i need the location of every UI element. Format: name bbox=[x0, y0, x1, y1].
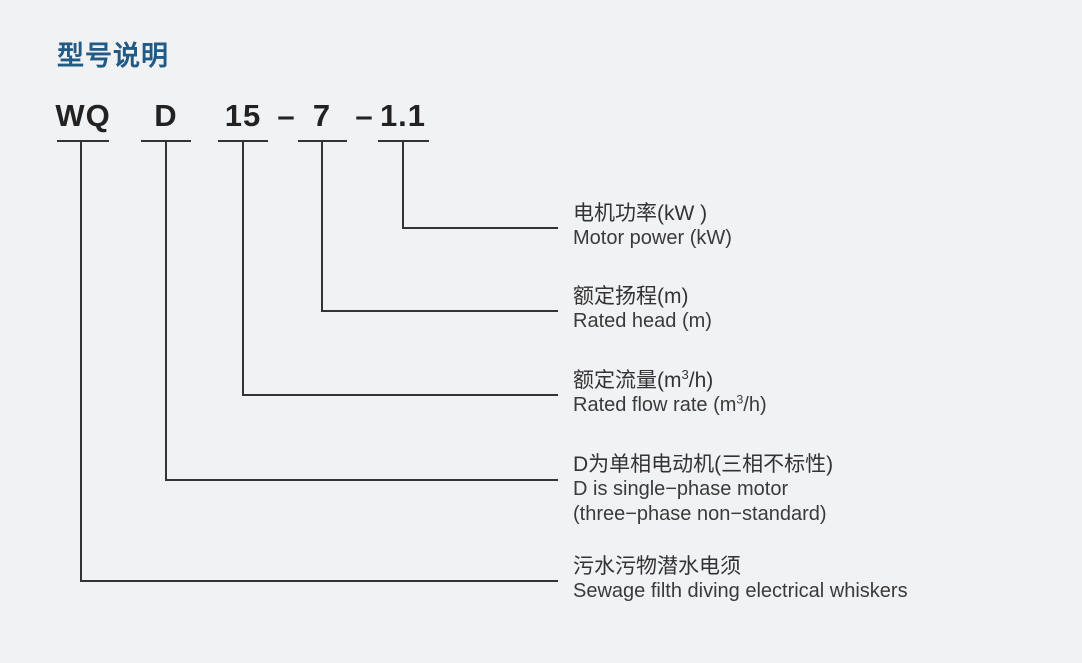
callout-sewage-pump-cn: 污水污物潜水电须 bbox=[573, 555, 741, 578]
code-segment-motor-type: D bbox=[154, 98, 178, 133]
callout-motor-power-cn: 电机功率(kW ) bbox=[573, 202, 708, 225]
callout-rated-flow-rate-cn-sup: 3 bbox=[681, 367, 689, 382]
callout-rated-flow-rate-cn-pre: 额定流量(m bbox=[573, 369, 682, 392]
callout-motor-power: 电机功率(kW ) Motor power (kW) bbox=[573, 201, 732, 251]
callout-rated-flow-rate: 额定流量(m3/h) Rated flow rate (m3/h) bbox=[573, 368, 767, 418]
leader-path-sewage-pump bbox=[79, 141, 558, 583]
callout-single-phase-motor-en-line1: D is single−phase motor bbox=[573, 478, 789, 500]
callout-single-phase-motor-cn: D为单相电动机(三相不标性) bbox=[573, 453, 834, 476]
code-segment-power: 1.1 bbox=[379, 98, 427, 133]
callout-sewage-pump-en: Sewage filth diving electrical whiskers bbox=[573, 580, 908, 602]
callout-rated-head-cn: 额定扬程(m) bbox=[573, 285, 689, 308]
callout-rated-flow-rate-cn: 额定流量(m3/h) bbox=[573, 368, 767, 393]
leader-path-single-phase-motor bbox=[164, 141, 558, 482]
code-separator-2: – bbox=[355, 98, 373, 133]
callout-rated-flow-rate-en: Rated flow rate (m3/h) bbox=[573, 393, 767, 418]
callout-rated-flow-rate-cn-post: /h) bbox=[688, 369, 714, 392]
callout-single-phase-motor-en-line2: (three−phase non−standard) bbox=[573, 503, 827, 525]
page-title: 型号说明 bbox=[57, 41, 169, 71]
callout-sewage-pump: 污水污物潜水电须 Sewage filth diving electrical … bbox=[573, 554, 908, 604]
callout-rated-flow-rate-en-sup: 3 bbox=[736, 392, 744, 407]
callout-rated-head: 额定扬程(m) Rated head (m) bbox=[573, 284, 712, 334]
callout-rated-flow-rate-en-post: /h) bbox=[743, 394, 767, 416]
code-separator-1: – bbox=[277, 98, 295, 133]
code-segment-head: 7 bbox=[312, 98, 332, 133]
callout-motor-power-en: Motor power (kW) bbox=[573, 227, 732, 249]
callout-rated-flow-rate-en-pre: Rated flow rate (m bbox=[573, 394, 737, 416]
leader-path-rated-head bbox=[320, 141, 558, 313]
code-segment-series: WQ bbox=[55, 98, 111, 133]
callout-rated-head-en: Rated head (m) bbox=[573, 310, 712, 332]
leader-path-motor-power bbox=[401, 141, 558, 230]
leader-path-rated-flow-rate bbox=[241, 141, 558, 397]
callout-single-phase-motor: D为单相电动机(三相不标性) D is single−phase motor (… bbox=[573, 452, 833, 527]
code-segment-flow-rate: 15 bbox=[224, 98, 262, 133]
